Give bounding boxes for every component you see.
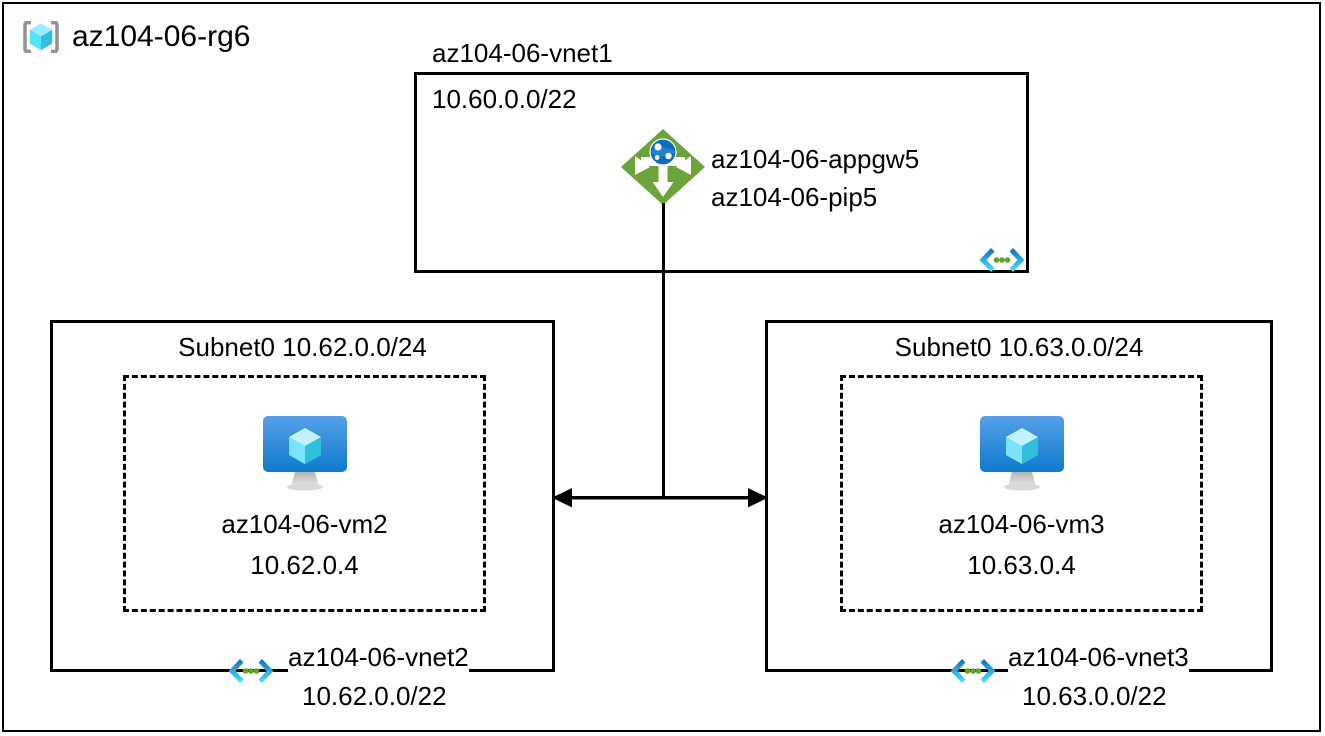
vnet2-name: az104-06-vnet2 [288,642,469,672]
vnet1-cidr: 10.60.0.0/22 [432,84,577,114]
vnet3-peering-icon [947,657,999,685]
vnet3-subnet-title: Subnet0 10.63.0.0/24 [894,332,1144,362]
vnet3-subnet-dashed-region [840,375,1203,612]
vnet3-cidr: 10.63.0.0/22 [1022,681,1167,711]
vnet-peering-bidirectional-arrow [550,482,770,514]
application-gateway-icon [619,127,707,207]
vm2-ip: 10.62.0.4 [250,550,359,580]
vnet2-peering-icon [225,657,277,685]
vnet2-subnet-title: Subnet0 10.62.0.0/24 [178,332,427,362]
resource-group-name: az104-06-rg6 [72,20,251,53]
vnet1-box [414,72,1029,273]
virtual-machine-icon [259,414,351,492]
vm3-ip: 10.63.0.4 [967,550,1076,580]
vm2-name: az104-06-vm2 [221,509,388,539]
vnet3-name: az104-06-vnet3 [1008,642,1189,672]
appgw-public-ip: az104-06-pip5 [711,182,878,212]
appgw-name: az104-06-appgw5 [711,144,920,174]
resource-group-cube-icon [20,18,62,56]
virtual-machine-icon [976,414,1068,492]
vnet2-subnet-dashed-region [123,375,486,612]
appgw-vertical-connector [662,203,665,499]
resource-group-header: az104-06-rg6 [20,18,250,56]
vnet2-cidr: 10.62.0.0/22 [302,681,447,711]
vnet1-title: az104-06-vnet1 [432,38,613,68]
vm3-name: az104-06-vm3 [938,509,1105,539]
vnet1-peering-icon [976,246,1028,274]
